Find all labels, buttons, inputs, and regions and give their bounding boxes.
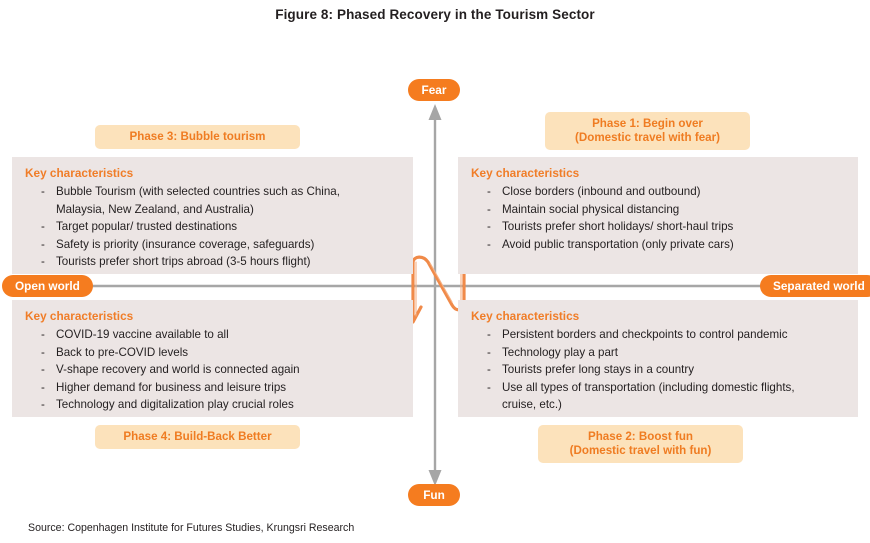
zigzag-arrow-icon (403, 255, 466, 324)
list-item: Tourists prefer short holidays/ short-ha… (468, 218, 848, 236)
axis-label-fun: Fun (408, 484, 460, 506)
list-item: Avoid public transportation (only privat… (468, 236, 848, 254)
list-item: Technology and digitalization play cruci… (22, 396, 403, 414)
key-characteristics-heading: Key characteristics (25, 309, 134, 323)
quadrant-panel-phase-1: Key characteristics Close borders (inbou… (458, 157, 858, 274)
key-characteristics-heading: Key characteristics (25, 166, 134, 180)
list-item: Safety is priority (insurance coverage, … (22, 236, 403, 254)
quadrant-panel-phase-4: Key characteristics COVID-19 vaccine ava… (12, 300, 413, 417)
key-characteristics-heading: Key characteristics (471, 309, 580, 323)
list-item: V-shape recovery and world is connected … (22, 361, 403, 379)
list-item: Tourists prefer long stays in a country (468, 361, 848, 379)
key-characteristics-list: Close borders (inbound and outbound) Mai… (468, 183, 848, 253)
list-item: Back to pre-COVID levels (22, 344, 403, 362)
list-item: Higher demand for business and leisure t… (22, 379, 403, 397)
key-characteristics-heading: Key characteristics (471, 166, 580, 180)
key-characteristics-list: COVID-19 vaccine available to all Back t… (22, 326, 403, 414)
axis-label-open-world: Open world (2, 275, 93, 297)
list-item: Maintain social physical distancing (468, 201, 848, 219)
phase-chip-phase-2[interactable]: Phase 2: Boost fun (Domestic travel with… (538, 425, 743, 463)
page-title: Figure 8: Phased Recovery in the Tourism… (275, 7, 595, 22)
list-item: Bubble Tourism (with selected countries … (22, 183, 403, 218)
source-note: Source: Copenhagen Institute for Futures… (28, 522, 355, 534)
key-characteristics-list: Bubble Tourism (with selected countries … (22, 183, 403, 271)
axis-label-fear: Fear (408, 79, 460, 101)
phase-chip-phase-4[interactable]: Phase 4: Build-Back Better (95, 425, 300, 449)
list-item: Technology play a part (468, 344, 848, 362)
list-item: Persistent borders and checkpoints to co… (468, 326, 848, 344)
list-item: Close borders (inbound and outbound) (468, 183, 848, 201)
list-item: Use all types of transportation (includi… (468, 379, 848, 414)
quadrant-panel-phase-3: Key characteristics Bubble Tourism (with… (12, 157, 413, 274)
phase-chip-phase-1[interactable]: Phase 1: Begin over (Domestic travel wit… (545, 112, 750, 150)
list-item: Target popular/ trusted destinations (22, 218, 403, 236)
quadrant-panel-phase-2: Key characteristics Persistent borders a… (458, 300, 858, 417)
list-item: COVID-19 vaccine available to all (22, 326, 403, 344)
list-item: Tourists prefer short trips abroad (3-5 … (22, 253, 403, 271)
axis-label-separated-world: Separated world (760, 275, 870, 297)
phase-chip-phase-3[interactable]: Phase 3: Bubble tourism (95, 125, 300, 149)
key-characteristics-list: Persistent borders and checkpoints to co… (468, 326, 848, 414)
